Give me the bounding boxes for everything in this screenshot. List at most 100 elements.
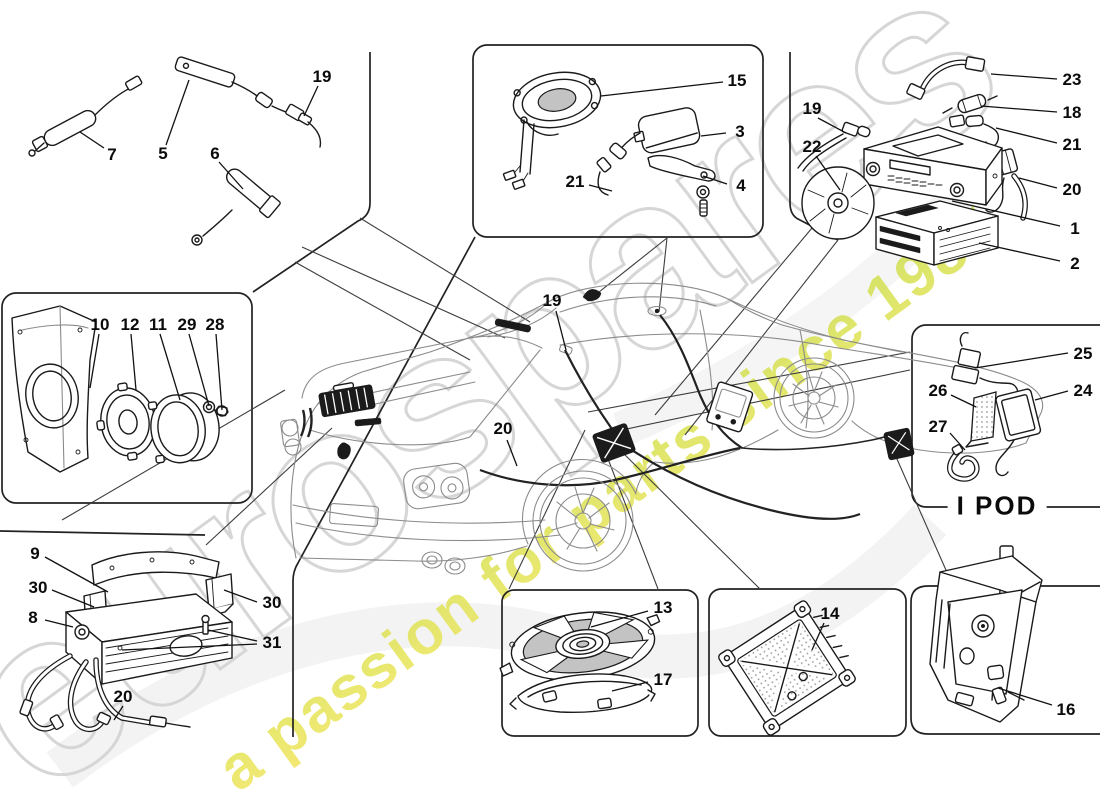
- callout-20: 20: [493, 419, 513, 438]
- leader-line-29: [188, 333, 210, 407]
- leader-line-21: [995, 127, 1058, 144]
- divider-right: [789, 52, 839, 241]
- callout-30: 30: [28, 578, 48, 597]
- callout-30: 30: [262, 593, 282, 612]
- rear-wheel: [532, 470, 634, 572]
- leader-line-14: [811, 622, 825, 651]
- callout-11: 11: [149, 315, 167, 334]
- leader-line-20: [113, 705, 124, 721]
- callout-31: 31: [262, 633, 282, 652]
- leader-line-19: [555, 310, 567, 351]
- leader-line-1: [951, 200, 1061, 227]
- leader-line-28: [215, 333, 223, 411]
- radio-group: [797, 56, 1028, 266]
- section-frames: [0, 44, 1100, 737]
- box-door-speaker: [1, 292, 253, 504]
- box-amplifier-module: [708, 588, 907, 737]
- radio-head-unit-drawing: [863, 126, 1003, 206]
- leader-line-13: [590, 610, 649, 628]
- overhead-speaker-gps-group: [502, 71, 716, 217]
- callout-3: 3: [735, 122, 745, 141]
- callout-21: 21: [565, 172, 585, 191]
- leader-line-16: [997, 687, 1053, 706]
- callout-9: 9: [30, 544, 40, 563]
- cd-disc-drawing: [801, 166, 875, 240]
- box-overhead-speaker-gps: [472, 44, 764, 238]
- amplifier-drawing: [65, 593, 233, 685]
- leader-line-3: [700, 132, 727, 137]
- trunk-amplifier-drawing: [318, 382, 376, 418]
- leader-line-25: [974, 352, 1069, 369]
- leader-line-9: [44, 556, 109, 593]
- callout-25: 25: [1073, 344, 1093, 363]
- callout-28: 28: [205, 315, 225, 334]
- callout-10: 10: [90, 315, 110, 334]
- door-module-drawing: [706, 381, 754, 433]
- leader-line-20: [506, 439, 518, 467]
- callout-13: 13: [653, 598, 673, 617]
- leader-line-27: [949, 432, 966, 451]
- leader-line-23: [990, 73, 1058, 80]
- callout-24: 24: [1073, 381, 1093, 400]
- leader-line-26: [950, 394, 977, 408]
- box-subwoofer: [501, 589, 699, 737]
- leader-line-12: [130, 333, 137, 391]
- callout-4: 4: [736, 176, 746, 195]
- leader-line-31: [121, 643, 258, 651]
- callout-14: 14: [820, 604, 840, 623]
- leader-line-7: [79, 131, 105, 149]
- callout-18: 18: [1062, 103, 1082, 122]
- ipod-section-label: I POD: [947, 490, 1047, 522]
- front-wheel: [773, 357, 855, 439]
- subwoofer-group: [499, 611, 661, 714]
- gps-roof-antenna: [582, 289, 602, 302]
- ferrari-badge: [337, 442, 351, 460]
- leader-line-4: [702, 175, 728, 185]
- front-module-drawing: [883, 427, 915, 461]
- amplifier-group: [19, 551, 234, 732]
- callout-20: 20: [1062, 180, 1082, 199]
- leader-line-8: [44, 619, 74, 628]
- leader-line-21: [588, 184, 613, 192]
- leader-line-19: [303, 85, 319, 117]
- leader-line-17: [611, 681, 649, 692]
- callout-15: 15: [727, 71, 747, 90]
- bracket-drawing: [929, 545, 1043, 723]
- leader-lines: [44, 73, 1069, 721]
- callout-2: 2: [1070, 254, 1080, 273]
- box-bracket: [910, 585, 1100, 735]
- frame-amp-right: [292, 236, 476, 737]
- rear-module-drawing: [592, 423, 636, 463]
- callout-19: 19: [542, 291, 562, 310]
- antenna-parts-group: [28, 56, 322, 246]
- callout-27: 27: [928, 417, 948, 436]
- callout-16: 16: [1056, 700, 1076, 719]
- leader-line-15: [600, 81, 724, 97]
- callout-21: 21: [1062, 135, 1082, 154]
- leader-line-30: [51, 589, 95, 608]
- leader-line-10: [89, 333, 100, 389]
- gps-antenna-drawing: [633, 107, 701, 154]
- callout-8: 8: [28, 608, 38, 627]
- callout-1: 1: [1070, 219, 1080, 238]
- door-speaker-group: [11, 305, 229, 473]
- leader-line-5: [165, 79, 190, 146]
- callout-17: 17: [653, 670, 673, 689]
- leader-line-6: [218, 161, 244, 190]
- callout-20: 20: [113, 687, 133, 706]
- frame-amp-top: [0, 530, 206, 536]
- leader-line-20: [1018, 177, 1058, 189]
- watermark-brand: eurospares: [0, 0, 1038, 800]
- callout-19: 19: [312, 67, 332, 86]
- callout-23: 23: [1062, 70, 1082, 89]
- callout-26: 26: [928, 381, 948, 400]
- divider-left: [252, 52, 371, 293]
- leader-line-19: [817, 117, 847, 134]
- callout-22: 22: [802, 137, 822, 156]
- leader-line-18: [980, 105, 1058, 113]
- svg-text:eurospares: eurospares: [0, 0, 1038, 800]
- leader-line-30: [223, 589, 258, 603]
- leader-line-22: [815, 155, 841, 191]
